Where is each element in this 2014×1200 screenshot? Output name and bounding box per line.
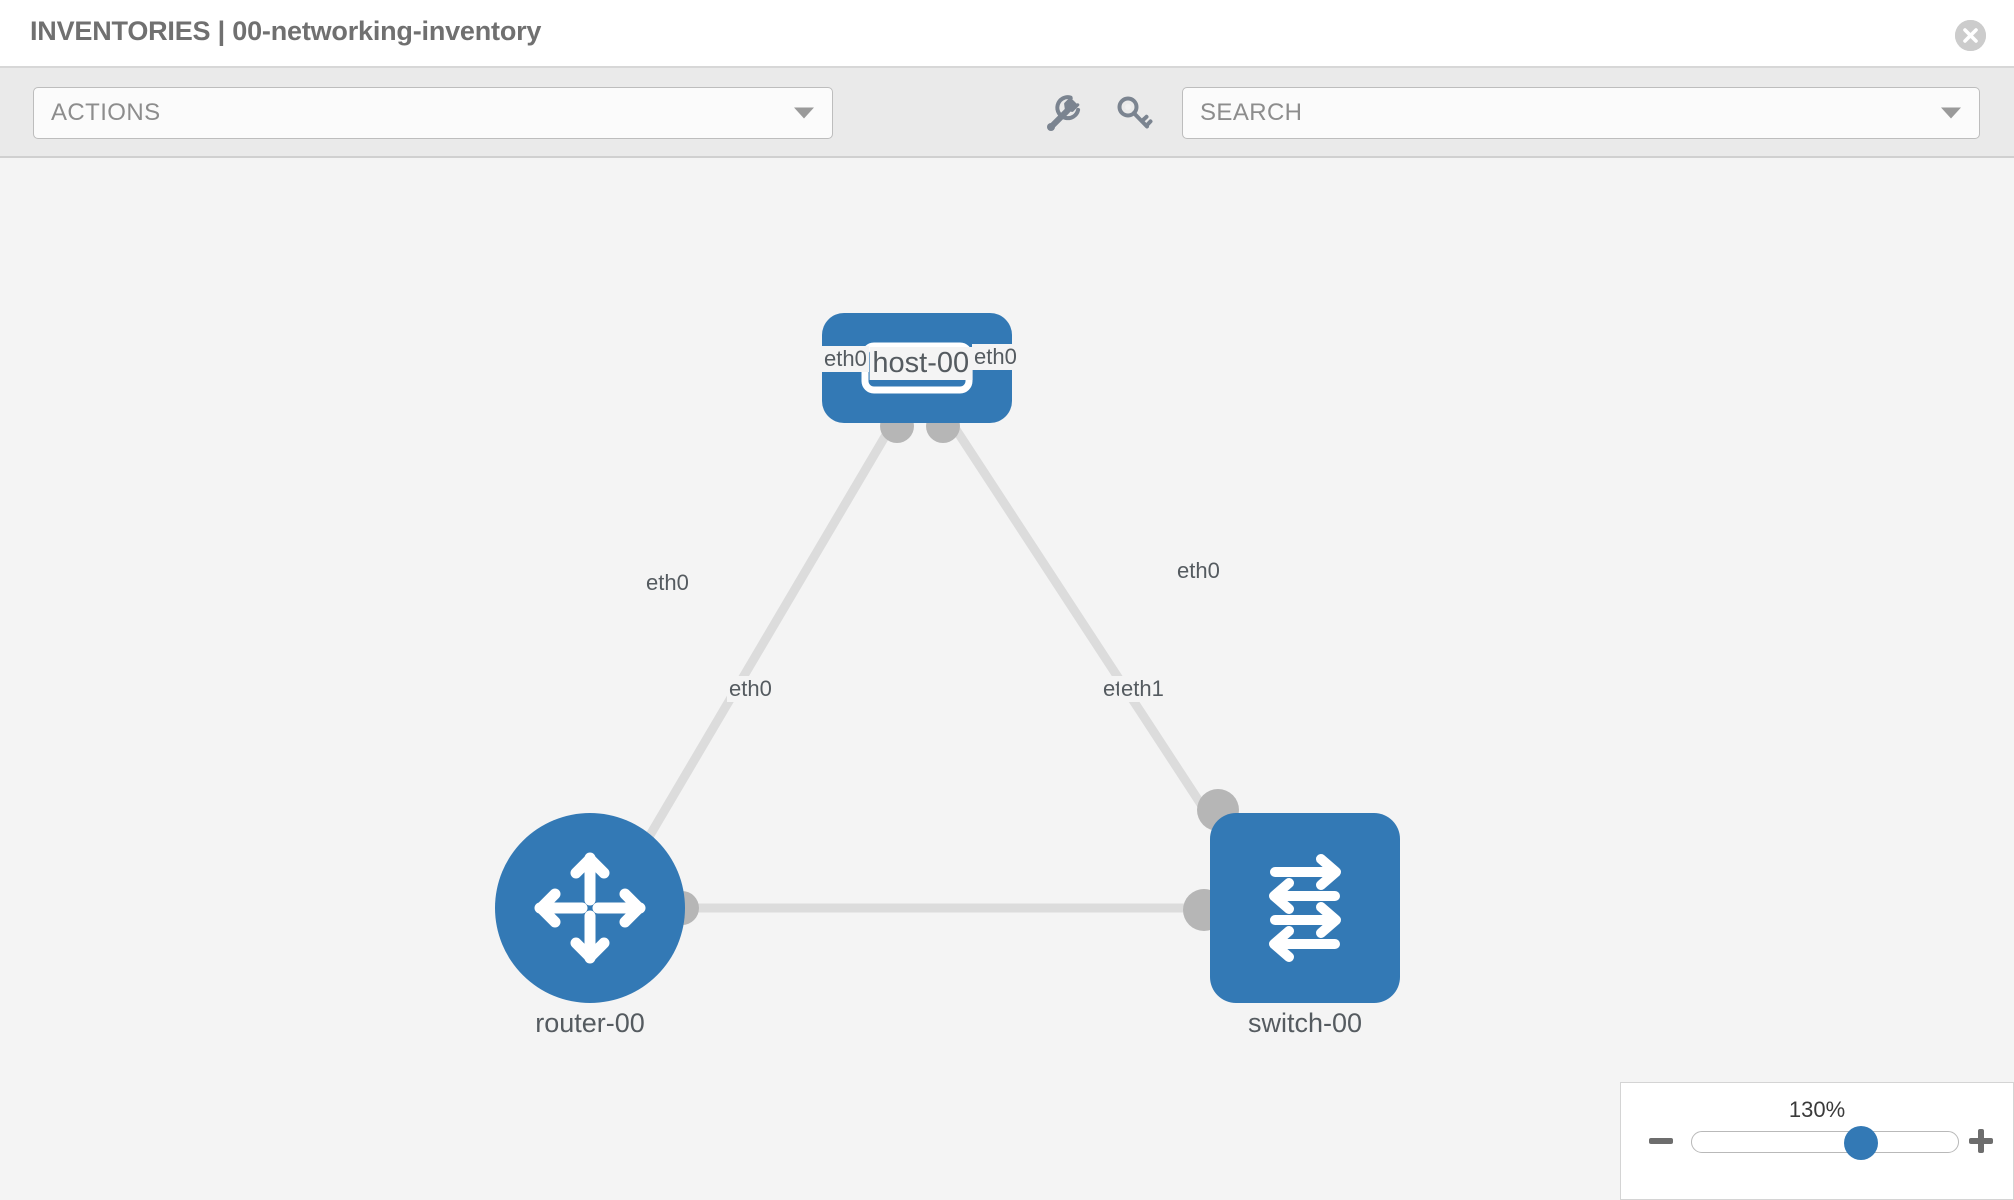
zoom-level-label: 130% xyxy=(1788,1097,1846,1122)
interface-label-host-left: eth0 xyxy=(822,346,869,372)
page-title: INVENTORIES | 00-networking-inventory xyxy=(30,16,542,46)
zoom-slider-thumb[interactable] xyxy=(1843,1126,1878,1160)
actions-dropdown[interactable]: ACTIONS xyxy=(33,87,833,139)
key-icon[interactable] xyxy=(1112,90,1158,136)
toolbar: ACTIONS SEARCH xyxy=(0,68,2014,158)
node-host-00-label: host-00 xyxy=(869,347,973,380)
minus-icon xyxy=(1649,1138,1673,1144)
interface-label-switch-eth1: eth1 xyxy=(1119,676,1166,702)
interface-label-router-uplink: eth0 xyxy=(644,570,691,596)
node-router-00-shape[interactable] xyxy=(495,813,685,1003)
node-router-00-label: router-00 xyxy=(532,1008,648,1039)
node-router-00[interactable]: router-00 xyxy=(495,813,699,1043)
edge-host-router xyxy=(605,423,895,908)
edge-host-switch xyxy=(950,423,1215,823)
node-switch-00-label: switch-00 xyxy=(1244,1008,1366,1039)
zoom-slider-track[interactable] xyxy=(1691,1126,1959,1160)
node-switch-00[interactable]: switch-00 xyxy=(1183,789,1400,1043)
close-circle-icon xyxy=(1955,20,1986,51)
actions-dropdown-label: ACTIONS xyxy=(51,99,161,126)
zoom-control-panel: 130% xyxy=(1620,1082,2014,1200)
topology-canvas[interactable]: host-00 router-00 xyxy=(0,158,2014,1200)
topology-edges xyxy=(605,423,1215,913)
interface-label-switch-uplink: eth0 xyxy=(1175,558,1222,584)
node-switch-00-shape[interactable] xyxy=(1210,813,1400,1003)
plus-icon xyxy=(1969,1129,1993,1153)
wrench-icon[interactable] xyxy=(1040,90,1086,136)
switch-arrows-icon xyxy=(1269,854,1341,962)
chevron-down-icon xyxy=(1941,107,1961,119)
close-button[interactable] xyxy=(1955,20,1986,51)
search-placeholder: SEARCH xyxy=(1200,99,1303,126)
interface-label-host-right: eth0 xyxy=(972,344,1019,370)
chevron-down-icon xyxy=(794,107,814,119)
search-input[interactable]: SEARCH xyxy=(1182,87,1980,139)
zoom-in-button[interactable] xyxy=(1967,1127,1995,1155)
page-header: INVENTORIES | 00-networking-inventory xyxy=(0,0,2014,68)
router-arrows-icon xyxy=(534,852,646,964)
zoom-out-button[interactable] xyxy=(1647,1127,1675,1155)
interface-label-router-right: eth0 xyxy=(727,676,774,702)
